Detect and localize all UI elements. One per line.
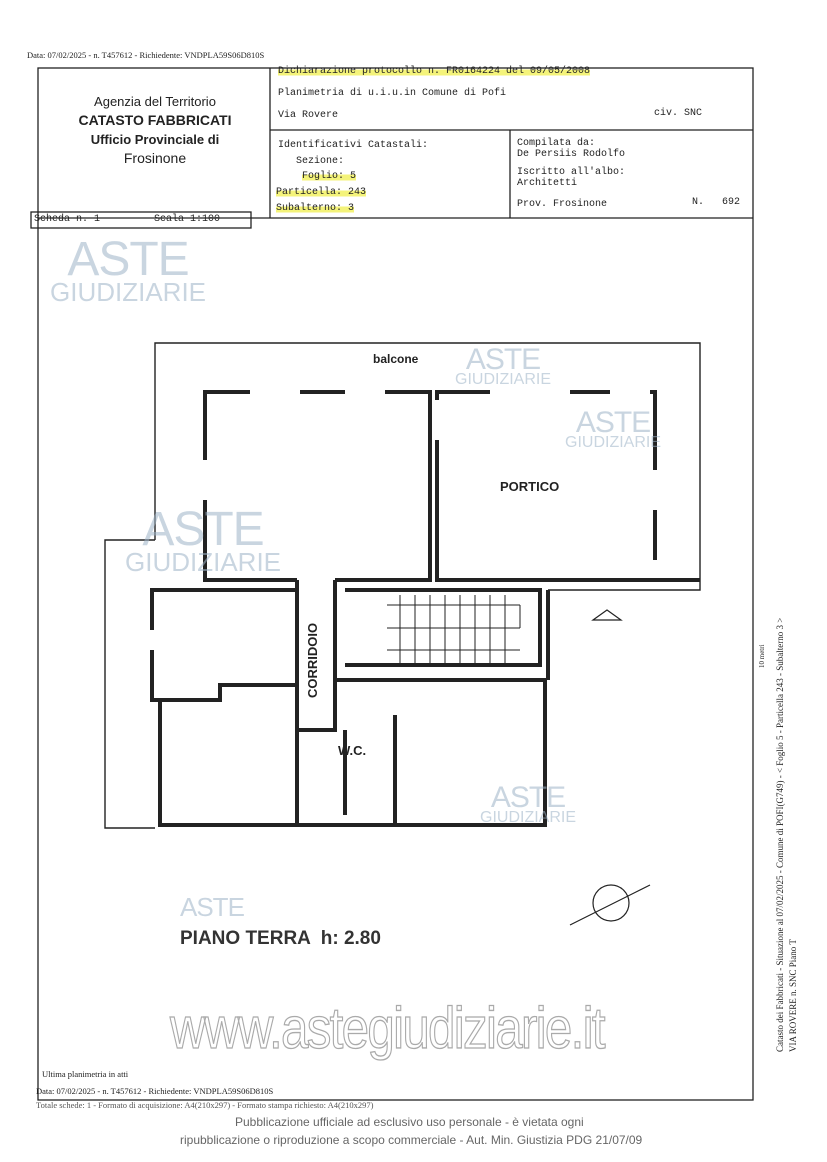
watermark-giudiziarie: GIUDIZIARIE [125, 546, 282, 577]
footer-totale: Totale schede: 1 - Formato di acquisizio… [36, 1100, 374, 1110]
side-text-line1: Catasto dei Fabbricati - Situazione al 0… [775, 617, 785, 1052]
footer-data: Data: 07/02/2025 - n. T457612 - Richiede… [36, 1086, 274, 1096]
albo-number: N. 692 [692, 197, 741, 208]
planimetria: Planimetria di u.i.u.in Comune di Pofi [278, 88, 507, 99]
dichiarazione: Dichiarazione protocollo n. FR0164224 de… [278, 66, 591, 77]
watermark-aste: ASTE [465, 343, 541, 376]
ufficio-label: Ufficio Provinciale di [90, 132, 220, 147]
foglio: Foglio: 5 [302, 171, 357, 182]
particella: Particella: 243 [276, 187, 367, 198]
north-arrow [569, 884, 651, 926]
subalterno: Subalterno: 3 [276, 203, 355, 214]
agency-name: Agenzia del Territorio [94, 94, 216, 109]
provincia-name: Frosinone [123, 150, 187, 166]
watermark-site: www.astegiudiziarie.it [169, 995, 606, 1061]
side-text-line2: VIA ROVERE n. SNC Piano T [788, 939, 798, 1052]
identificativi-label: Identificativi Catastali: [278, 140, 429, 151]
watermark-aste: ASTE [575, 406, 651, 439]
wc-label: W.C. [338, 743, 367, 758]
civico: civ. SNC [654, 108, 703, 119]
stairs [387, 595, 521, 665]
watermark-aste: ASTE [180, 892, 245, 922]
watermark-aste: ASTE [142, 503, 264, 556]
compilata-label: Compilata da: [517, 138, 596, 149]
watermark-giudiziarie: GIUDIZIARIE [480, 808, 577, 826]
floor-height-label: PIANO TERRA h: 2.80 [180, 928, 381, 949]
watermark-aste: ASTE [490, 781, 566, 814]
catasto-title: CATASTO FABBRICATI [78, 112, 232, 128]
watermark-giudiziarie: GIUDIZIARIE [50, 276, 207, 307]
notice-line1: Pubblicazione ufficiale ad esclusivo uso… [235, 1115, 584, 1129]
balcony-outline [154, 342, 701, 591]
watermark-giudiziarie: GIUDIZIARIE [455, 370, 552, 388]
via: Via Rovere [278, 110, 339, 121]
scale-mark: 10 metri [758, 644, 766, 668]
corridoio-label: CORRIDOIO [305, 622, 320, 698]
watermark-giudiziarie: GIUDIZIARIE [565, 433, 662, 451]
watermark-aste: ASTE [67, 233, 189, 286]
sezione: Sezione: [296, 156, 345, 167]
iscritto-label: Iscritto all'albo: [517, 167, 626, 178]
portico-label: PORTICO [500, 479, 560, 494]
balcone-label: balcone [373, 352, 419, 366]
ultima-planimetria: Ultima planimetria in atti [42, 1069, 129, 1079]
scheda: Scheda n. 1 [34, 214, 101, 225]
scala: Scala 1:100 [154, 214, 221, 225]
entrance-arrow [591, 609, 623, 621]
notice-line2: ripubblicazione o riproduzione a scopo c… [180, 1133, 643, 1147]
top-request-line: Data: 07/02/2025 - n. T457612 - Richiede… [27, 50, 265, 60]
provincia-albo: Prov. Frosinone [517, 199, 608, 210]
compilata-name: De Persiis Rodolfo [517, 149, 626, 160]
iscritto-value: Architetti [517, 178, 578, 189]
